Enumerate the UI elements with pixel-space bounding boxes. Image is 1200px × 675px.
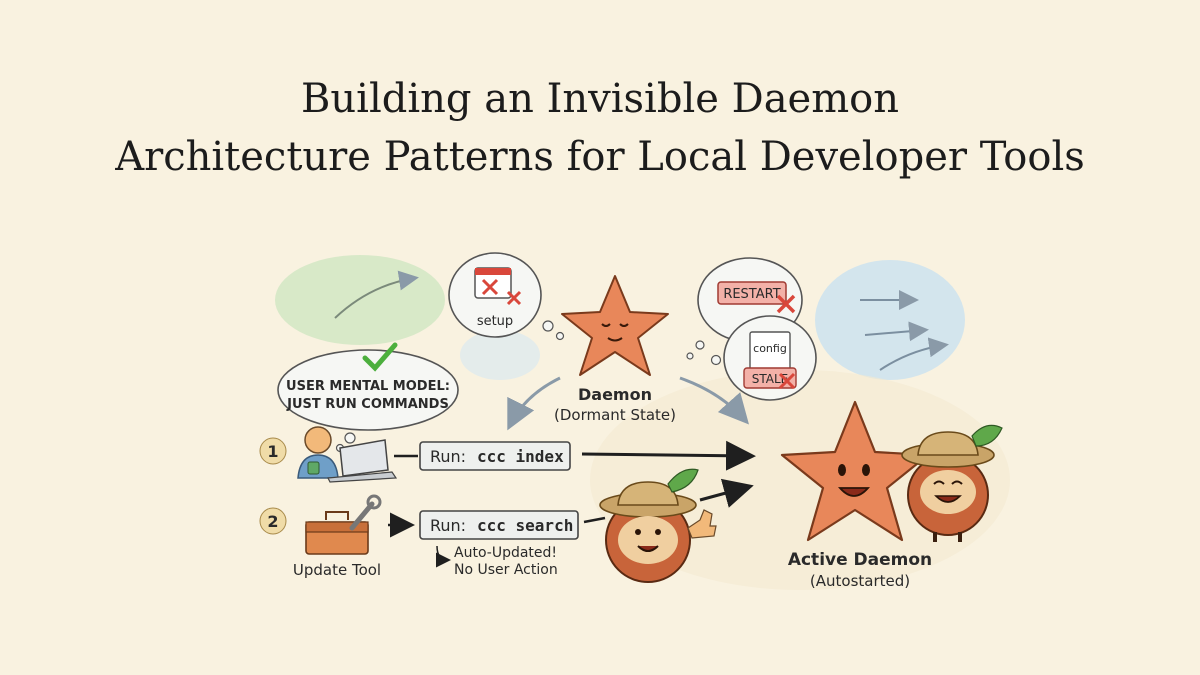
mental-model-line-1: USER MENTAL MODEL: — [286, 379, 450, 394]
no-user-action-note: No User Action — [454, 562, 558, 578]
step-1-number: 1 — [267, 442, 278, 461]
red-x-icon — [481, 278, 499, 296]
command-box-ccc-index — [419, 441, 571, 471]
step-1-row: 1 Run: ccc index — [259, 426, 756, 483]
active-daemon-state: (Autostarted) — [810, 572, 910, 590]
step-2-command: ccc search — [477, 516, 573, 535]
command-box-ccc-search — [419, 510, 579, 540]
page-title: Building an Invisible Daemon Architectur… — [0, 70, 1200, 186]
stale-label: STALE — [752, 372, 789, 386]
step-2-row: 2 Update Tool Run: ccc search Auto-Updat… — [259, 468, 754, 583]
config-label: config — [753, 342, 787, 355]
restart-badge — [717, 281, 787, 305]
curved-arrow-icon — [435, 545, 451, 568]
toolbox-wrench-icon — [305, 494, 382, 555]
dormant-daemon-state: (Dormant State) — [554, 406, 676, 424]
title-line-1: Building an Invisible Daemon — [301, 76, 899, 122]
thought-bubble-user-mental-model: USER MENTAL MODEL: JUST RUN COMMANDS — [277, 342, 459, 453]
arrow-step-2 — [699, 478, 754, 508]
setup-label: setup — [477, 314, 513, 329]
title-line-2: Architecture Patterns for Local Develope… — [115, 134, 1085, 180]
step-2-number: 2 — [267, 512, 278, 531]
step-1-run-prefix: Run: — [430, 447, 466, 466]
step-1-command: ccc index — [477, 447, 564, 466]
arrow-to-active — [679, 376, 749, 425]
thought-bubble-restart-config: RESTART config STALE — [686, 257, 817, 401]
dormant-daemon-name: Daemon — [578, 385, 652, 404]
update-tool-label: Update Tool — [293, 561, 381, 579]
coconut-mascot-icon — [599, 468, 717, 583]
green-check-icon — [362, 342, 398, 372]
dormant-daemon-starfish-icon — [561, 275, 669, 376]
thumbs-up-icon — [687, 509, 717, 539]
step-2-run-prefix: Run: — [430, 516, 466, 535]
arrow-to-user — [507, 376, 561, 431]
mental-model-line-2: JUST RUN COMMANDS — [286, 397, 449, 412]
active-coconut-mascot-icon — [901, 424, 1003, 542]
active-daemon-name: Active Daemon — [788, 550, 932, 570]
auto-updated-note: Auto-Updated! — [454, 545, 557, 561]
thought-bubble-setup: setup — [448, 252, 565, 341]
user-at-laptop-icon — [297, 426, 398, 483]
arrow-step-1 — [581, 440, 756, 471]
restart-label: RESTART — [723, 287, 780, 302]
